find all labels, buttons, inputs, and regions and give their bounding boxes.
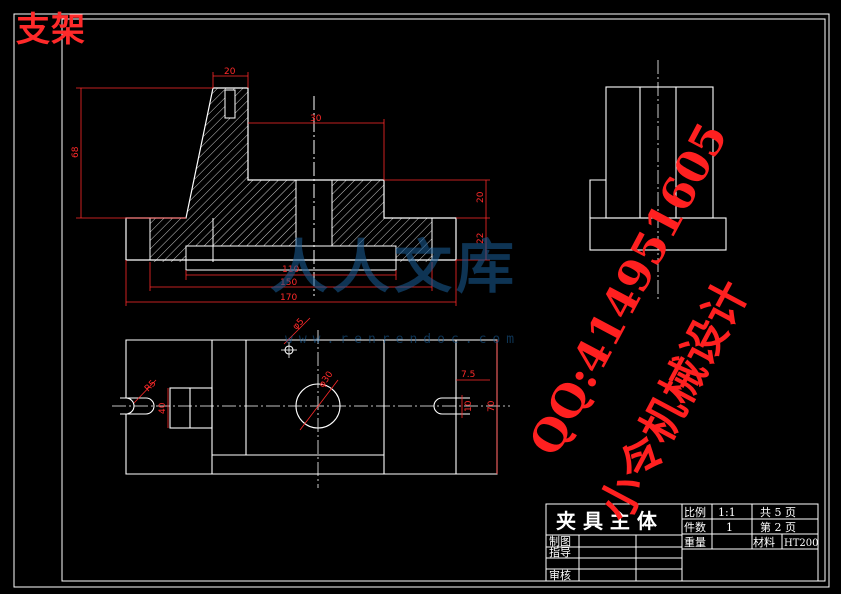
- dim-20-right: 20: [476, 191, 486, 203]
- title-block: [545, 503, 819, 582]
- part-name: 夹 具 主 体: [556, 509, 658, 533]
- watermark-site: 人人文库: [270, 233, 519, 301]
- count-value: 1: [726, 521, 733, 534]
- side-view: [589, 60, 727, 300]
- dim-68: 68: [71, 146, 81, 158]
- dim-70: 70: [487, 400, 497, 412]
- scale-label: 比例: [684, 505, 706, 519]
- top-counterbore: [224, 89, 236, 119]
- title-block-text: 夹 具 主 体 比例 1:1 件数 1 重量 共 5 页 第 2 页 材料 HT…: [549, 505, 818, 582]
- inner-border: [61, 18, 826, 582]
- dim-30: 30: [310, 114, 322, 124]
- count-label: 件数: [684, 521, 706, 534]
- front-body-hatched: [150, 88, 432, 262]
- guide-label: 指导: [549, 545, 571, 559]
- front-dimensions: [76, 72, 490, 306]
- dim-10: 10: [464, 400, 474, 412]
- scale-value: 1:1: [718, 506, 736, 519]
- left-flange: [125, 217, 151, 261]
- material-value: HT200: [784, 538, 818, 549]
- outer-border: [13, 13, 830, 588]
- watermark-url: www.renrendoc.com: [285, 332, 521, 347]
- total-sheets: 共 5 页: [760, 506, 796, 519]
- drawing-title: 支架: [16, 10, 86, 50]
- dim-r5: R5: [143, 379, 159, 395]
- dim-40: 40: [158, 402, 168, 414]
- top-dimensions: [133, 317, 498, 474]
- weight-label: 重量: [684, 535, 706, 549]
- material-label: 材料: [753, 535, 775, 549]
- dim-110: 110: [282, 265, 299, 275]
- dim-22: 22: [476, 233, 486, 244]
- review-label: 审核: [549, 568, 571, 582]
- dim-150: 150: [280, 278, 297, 288]
- bottom-slot: [185, 245, 397, 271]
- dim-phi5: φ5: [291, 317, 306, 332]
- dim-170: 170: [280, 293, 297, 303]
- top-view: [112, 330, 510, 488]
- dim-20-top: 20: [224, 67, 236, 77]
- front-dimension-text: 20 30 68 20 22 110 150 170: [71, 67, 486, 303]
- sheet-no: 第 2 页: [760, 520, 796, 534]
- drawn-label: 制图: [549, 535, 571, 548]
- dim-7-5: 7.5: [461, 370, 475, 380]
